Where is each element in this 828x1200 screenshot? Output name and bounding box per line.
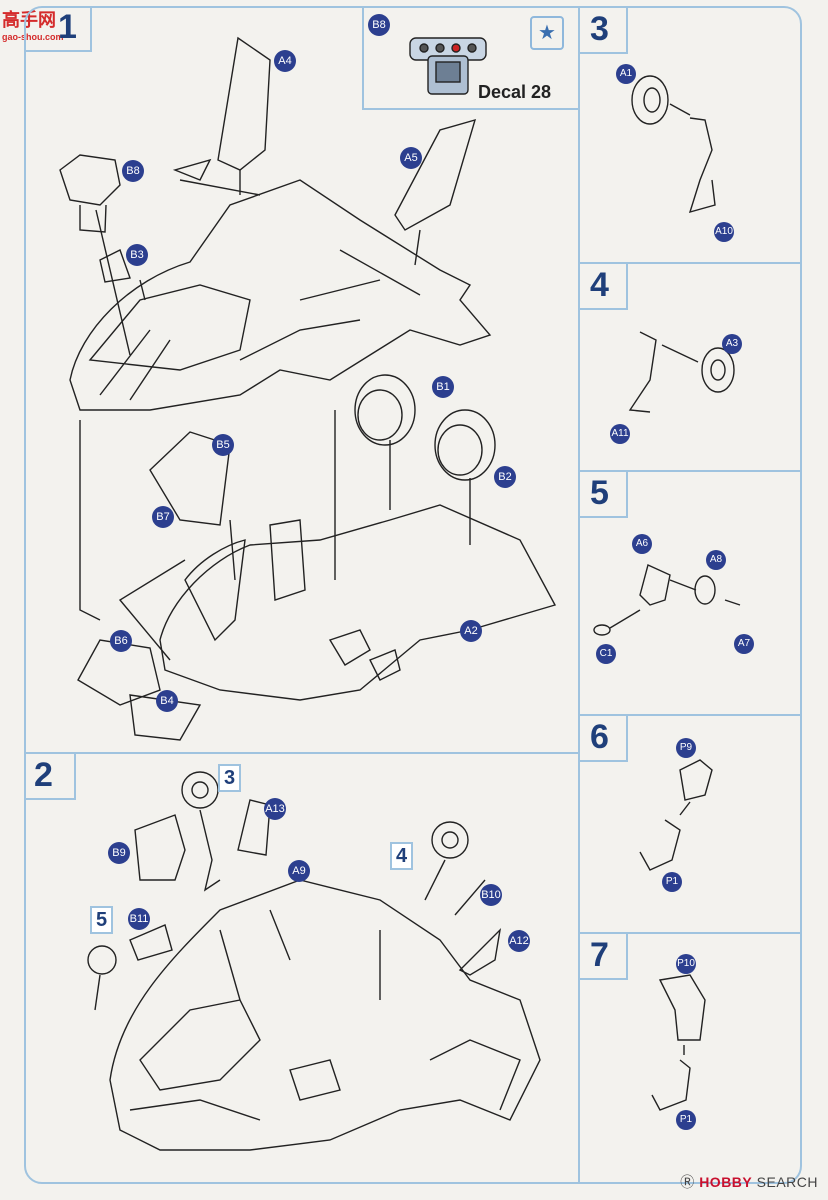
step-box (578, 714, 628, 762)
step-reference: 5 (90, 906, 114, 934)
part-tag: B11 (128, 908, 150, 930)
part-tag: B7 (152, 506, 174, 528)
divider (578, 714, 802, 716)
divider (24, 752, 580, 754)
part-tag: B10 (480, 884, 502, 906)
divider (578, 6, 580, 1184)
divider (578, 262, 802, 264)
part-tag: B5 (212, 434, 234, 456)
decal-label: Decal 28 (478, 82, 552, 102)
part-tag: A13 (264, 798, 286, 820)
lower-fuselage (159, 504, 557, 701)
part-tag: A5 (400, 147, 422, 169)
part-tag: B3 (126, 244, 148, 266)
part-tag: A9 (288, 860, 310, 882)
step-reference: 3 (218, 764, 242, 792)
part-tag: P10 (676, 954, 696, 974)
part-tag: A4 (274, 50, 296, 72)
step-box (578, 470, 628, 518)
part-tag: A2 (460, 620, 482, 642)
part-tag: A10 (714, 222, 734, 242)
part-tag: P1 (676, 1110, 696, 1130)
step-number: 4 (590, 266, 609, 304)
divider (362, 108, 580, 110)
divider (578, 470, 802, 472)
step-box (578, 262, 628, 310)
step-box (24, 6, 92, 52)
step-number: 5 (590, 474, 609, 512)
part-tag: A8 (706, 550, 726, 570)
step-box (578, 932, 628, 980)
part-tag: B9 (108, 842, 130, 864)
part-tag: A11 (610, 424, 630, 444)
part-tag: B2 (494, 466, 516, 488)
step-number: 7 (590, 936, 609, 974)
part-tag: B8 (368, 14, 390, 36)
part-tag: P1 (662, 872, 682, 892)
part-tag: A12 (508, 930, 530, 952)
step-box (24, 752, 76, 800)
upper-fuselage (69, 158, 492, 411)
part-tag: P9 (676, 738, 696, 758)
step-number: 3 (590, 10, 609, 48)
part-tag: B6 (110, 630, 132, 652)
part-tag: A7 (734, 634, 754, 654)
step-reference: 4 (390, 842, 414, 870)
part-tag: A3 (722, 334, 742, 354)
instrument-panel-decal (409, 37, 487, 95)
part-tag: B4 (156, 690, 178, 712)
assembled-fuselage (109, 879, 541, 1151)
step-box (578, 6, 628, 54)
step-number: 6 (590, 718, 609, 756)
part-tag: C1 (596, 644, 616, 664)
step-number: 2 (34, 756, 53, 794)
part-tag: B1 (432, 376, 454, 398)
step-number: 1 (58, 8, 77, 46)
part-tag: B8 (122, 160, 144, 182)
part-tag: A1 (616, 64, 636, 84)
part-tag: A6 (632, 534, 652, 554)
star-icon: ★ (530, 16, 564, 50)
instruction-sheet-frame (24, 6, 802, 1184)
divider (362, 6, 364, 110)
divider (578, 932, 802, 934)
hobby-search-watermark: Ⓡ HOBBY SEARCH (680, 1174, 818, 1190)
